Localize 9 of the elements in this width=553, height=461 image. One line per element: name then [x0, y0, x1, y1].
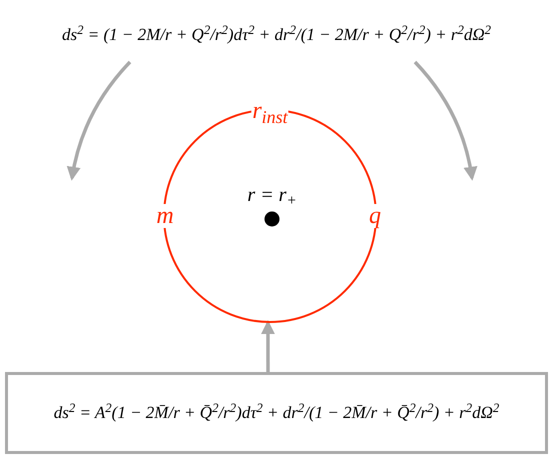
equation: ds$^{2}$ = A$^{2}$(1 − 2M̄/r + Q̄$^{2}$/r$^{2}$)dτ$^{2}$ + dr$^{2}$/(1 − 2M̄/r + Q̄$^{2}$/r$^{2}$) + r$^{2}$dΩ$^{2}$ — [54, 400, 500, 424]
equation-box — [5, 372, 548, 454]
arrow — [67, 60, 132, 181]
circle-label: q — [368, 204, 382, 228]
arrow — [260, 320, 275, 372]
point-label: r = r$_{+}$ — [247, 185, 297, 205]
equation: ds$^{2}$ = (1 − 2M/r + Q$^{2}$/r$^{2}$)dτ$^{2}$ + dr$^{2}$/(1 − 2M/r + Q$^{2}$/r$^{2}$) + r$^{2}$dΩ$^{2}$ — [62, 22, 492, 46]
circle-label: m — [155, 204, 175, 228]
arrow — [414, 60, 478, 181]
